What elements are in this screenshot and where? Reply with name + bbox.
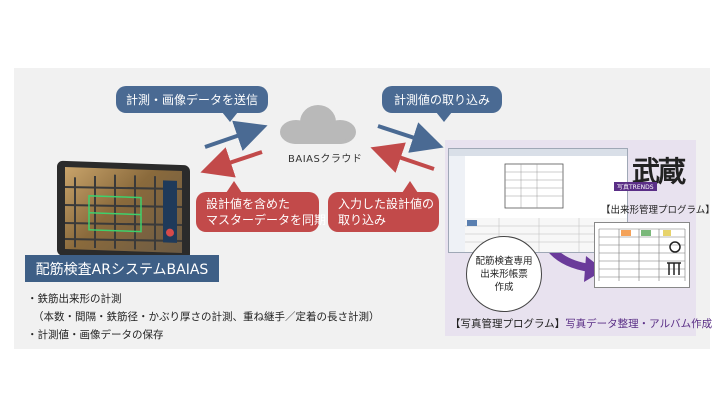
bubble-tail (226, 181, 242, 193)
callout-line: 出来形帳票 (480, 268, 528, 280)
feature-item: ・計測値・画像データの保存 (27, 329, 164, 341)
send-data-label: 計測・画像データを送信 (125, 93, 258, 107)
system-title-text: 配筋検査ARシステムBAIAS (35, 261, 209, 278)
arrow-cloud-to-program (377, 122, 444, 153)
import-measured-label: 計測値の取り込み (393, 93, 490, 107)
callout-line: 作成 (494, 281, 514, 293)
system-title: 配筋検査ARシステムBAIAS (25, 255, 219, 282)
arrow-to-cloud (204, 120, 268, 151)
sync-design-line-1: 設計値を含めた (206, 197, 291, 211)
sync-design-bubble: 設計値を含めた マスターデータを同期 (196, 192, 326, 232)
bubble-tail (436, 112, 452, 122)
send-data-bubble: 計測・画像データを送信 (116, 86, 268, 113)
import-design-line-2: 取り込み (338, 213, 387, 227)
photo-program-accent: 写真データ整理・アルバム作成 (565, 318, 713, 330)
rebar-grid-image (65, 174, 182, 251)
musashi-logo: 武蔵 写真TRENDS (612, 152, 692, 192)
import-design-line-1: 入力した設計値の (338, 197, 435, 211)
screenshot-toolbar (449, 149, 627, 156)
tablet-device (57, 160, 190, 261)
photo-program-prefix: 【写真管理プログラム】 (450, 318, 566, 330)
feature-list: ・鉄筋出来形の計測 （本数・間隔・鉄筋径・かぶり厚さの計測、重ね継手／定着の長さ… (27, 290, 380, 344)
cloud-label: BAIASクラウド (288, 154, 363, 165)
feature-item: （本数・間隔・鉄筋径・かぶり厚さの計測、重ね継手／定着の長さ計測） (33, 311, 380, 323)
report-sheet (594, 222, 690, 288)
dekigata-program-label: 【出来形管理プログラム】 (601, 205, 715, 216)
cloud-icon (280, 105, 356, 144)
report-table (598, 228, 686, 281)
feature-item: ・鉄筋出来形の計測 (27, 293, 122, 305)
report-callout-circle: 配筋検査専用 出来形帳票 作成 (466, 236, 542, 312)
photo-program-label: 【写真管理プログラム】写真データ整理・アルバム作成 (450, 316, 712, 331)
callout-line: 配筋検査専用 (475, 255, 533, 267)
tablet-screen (65, 166, 182, 254)
bubble-tail (222, 112, 238, 122)
arrow-program-to-cloud (370, 142, 435, 173)
import-measured-bubble: 計測値の取り込み (382, 86, 502, 113)
sync-design-line-2: マスターデータを同期 (206, 213, 327, 227)
arrow-cloud-to-tablet (200, 147, 263, 178)
logo-tag: 写真TRENDS (614, 182, 657, 191)
import-design-bubble: 入力した設計値の 取り込み (328, 192, 439, 232)
bubble-tail (402, 181, 418, 193)
